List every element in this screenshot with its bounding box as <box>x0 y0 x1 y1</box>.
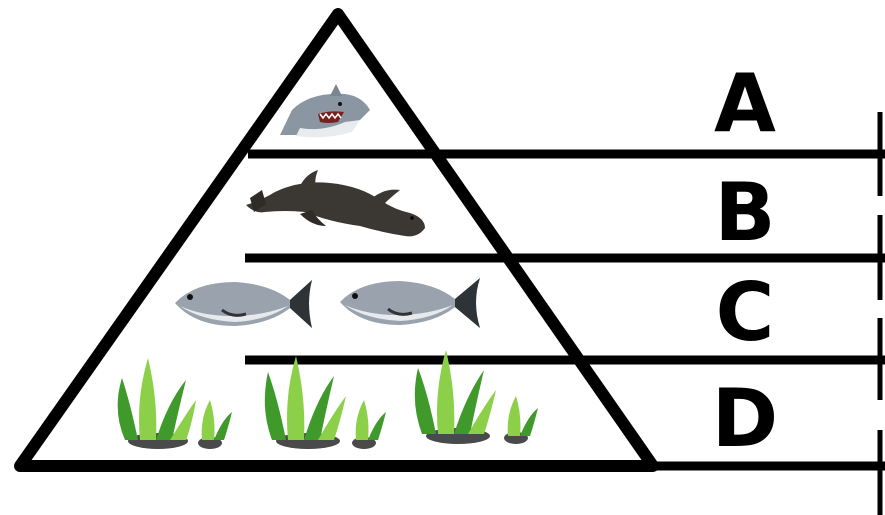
level-label-c: C <box>716 266 775 359</box>
fish-icon-left <box>175 280 312 328</box>
seaweed-icon-left <box>118 358 232 449</box>
level-label-b: B <box>715 166 776 259</box>
level-label-d: D <box>712 372 778 465</box>
fish-icon-right <box>340 278 480 328</box>
level-label-a: A <box>714 57 776 150</box>
shark-icon <box>280 84 370 137</box>
sealion-icon <box>246 170 425 236</box>
seaweed-icon-middle <box>265 356 386 449</box>
pyramid-outline <box>20 14 653 466</box>
